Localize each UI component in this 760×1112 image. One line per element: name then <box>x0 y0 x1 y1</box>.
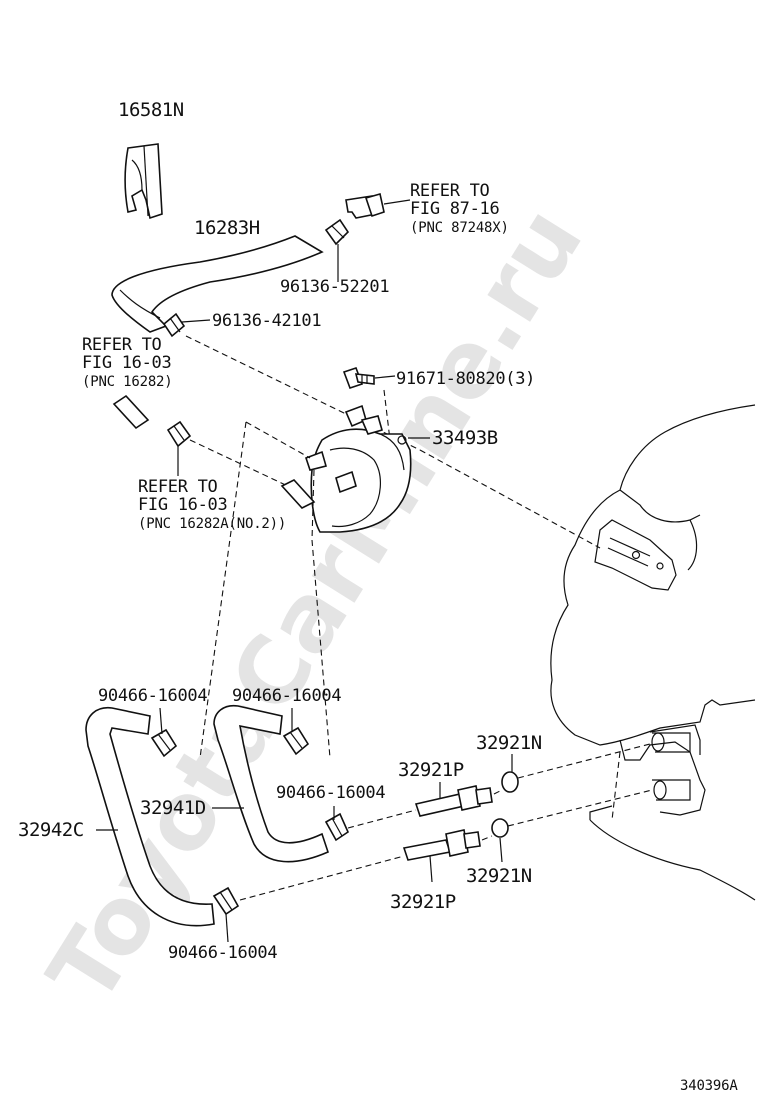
fitting-32921P-lower <box>402 829 481 861</box>
label-16283H: 16283H <box>194 217 260 239</box>
vacuum-pump-33493B <box>304 404 412 533</box>
label-refer-16282-line3: (PNC 16282) <box>82 374 173 390</box>
oring-32921N-lower <box>491 818 509 838</box>
hose-32942C <box>85 706 215 927</box>
label-refer-87-line1: REFER TO <box>410 181 490 201</box>
label-32921N-upper: 32921N <box>476 732 542 754</box>
label-90466-16004-b: 90466-16004 <box>232 686 341 706</box>
clamp-96136-52201 <box>324 218 350 246</box>
label-90466-16004-c: 90466-16004 <box>276 783 385 803</box>
hose-32941D <box>213 704 329 863</box>
clamp-90466-b <box>282 726 310 756</box>
label-16581N: 16581N <box>118 99 184 121</box>
oring-32921N-upper <box>501 771 519 793</box>
bolt-91671 <box>342 366 375 390</box>
label-refer-16282A-line1: REFER TO <box>138 477 218 497</box>
label-refer-16282-line2: FIG 16-03 <box>82 353 171 373</box>
label-33493B: 33493B <box>432 427 498 449</box>
label-32941D: 32941D <box>140 797 206 819</box>
label-refer-87-line3: (PNC 87248X) <box>410 220 509 236</box>
label-refer-16282A-line3: (PNC 16282A(NO.2)) <box>138 516 286 532</box>
label-91671-80820: 91671-80820(3) <box>396 369 535 389</box>
clamp-mid <box>166 420 192 448</box>
label-refer-87-line2: FIG 87-16 <box>410 199 499 219</box>
label-90466-16004-a: 90466-16004 <box>98 686 207 706</box>
label-96136-42101: 96136-42101 <box>212 311 321 331</box>
label-96136-52201: 96136-52201 <box>280 277 389 297</box>
label-32921P-upper: 32921P <box>398 759 464 781</box>
hose-16283H <box>111 235 324 333</box>
label-refer-16282-line1: REFER TO <box>82 335 162 355</box>
figure-id: 340396A <box>680 1078 738 1094</box>
clamp-96136-42101 <box>162 312 186 338</box>
label-90466-16004-d: 90466-16004 <box>168 943 277 963</box>
label-refer-16282A-line2: FIG 16-03 <box>138 495 227 515</box>
elbow-pipe <box>345 192 385 219</box>
pipe-stub-16282 <box>112 394 150 430</box>
clamp-16581N <box>124 143 163 220</box>
fitting-32921P-upper <box>414 785 493 817</box>
label-32921P-lower: 32921P <box>390 891 456 913</box>
clamp-90466-d <box>212 886 240 916</box>
pipe-stub-16282A <box>280 479 316 509</box>
clamp-90466-c <box>324 812 350 842</box>
label-32942C: 32942C <box>18 819 84 841</box>
label-32921N-lower: 32921N <box>466 865 532 887</box>
transmission-housing <box>550 404 756 901</box>
